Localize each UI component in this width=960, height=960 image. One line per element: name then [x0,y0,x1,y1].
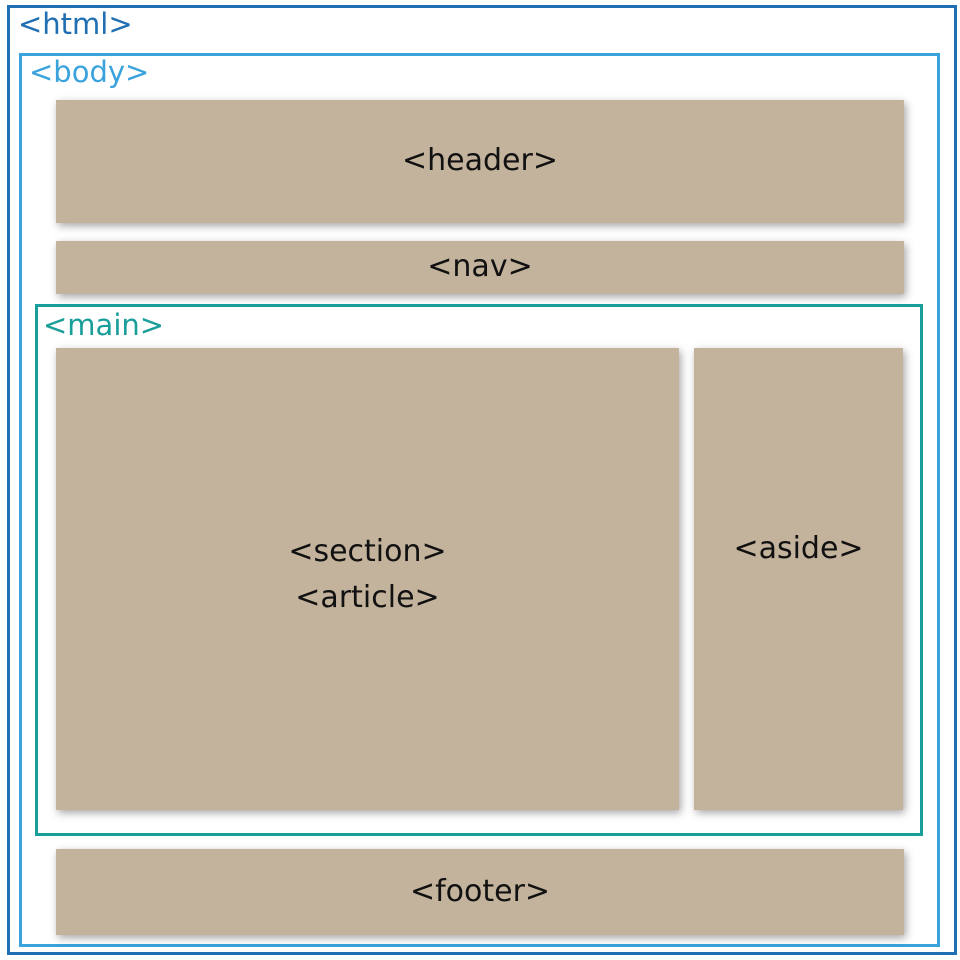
section-article-block: <section> <article> [56,348,679,810]
body-frame [19,53,940,947]
main-frame-label: <main> [43,308,165,342]
section-article-labels: <section> <article> [288,529,446,622]
article-block-label: <article> [295,580,440,615]
header-block-label: <header> [402,143,558,179]
section-block-label: <section> [288,533,447,569]
html-frame [7,5,957,955]
html-frame-label: <html> [18,7,133,41]
footer-block-label: <footer> [409,873,551,909]
footer-block: <footer> [56,849,904,935]
main-frame [35,304,923,836]
aside-block-label: <aside> [733,530,864,566]
nav-block: <nav> [56,241,904,294]
nav-block-label: <nav> [427,249,533,285]
aside-block: <aside> [694,348,903,810]
body-frame-label: <body> [29,55,150,89]
header-block: <header> [56,100,904,223]
